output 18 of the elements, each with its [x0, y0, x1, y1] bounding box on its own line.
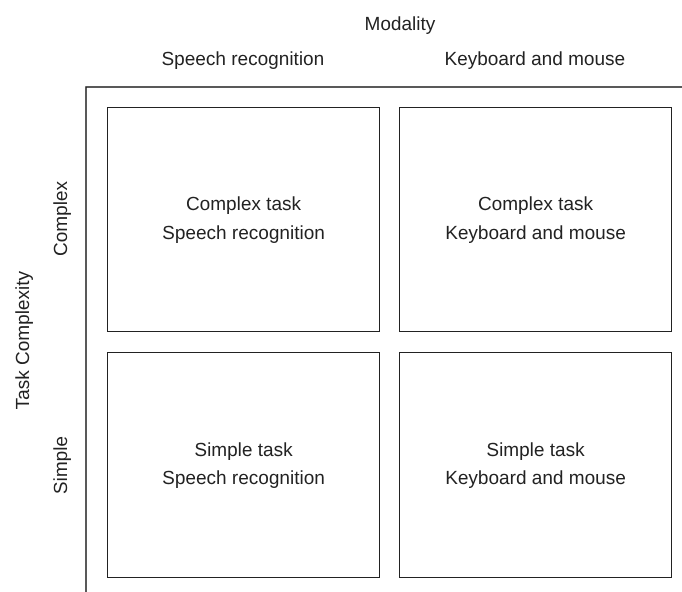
cell-text: Speech recognition — [162, 222, 325, 246]
matrix-cell — [107, 352, 380, 578]
cell-text: Keyboard and mouse — [445, 467, 626, 491]
cell-text: Simple task — [194, 438, 293, 462]
matrix-cell — [399, 107, 672, 332]
axis-title: Task Complexity — [12, 271, 34, 410]
row-heading: Simple — [50, 436, 72, 494]
matrix-cell — [107, 107, 380, 332]
cell-text: Simple task — [486, 438, 585, 462]
column-heading: Speech recognition — [162, 48, 324, 72]
column-heading: Keyboard and mouse — [444, 48, 626, 72]
cell-text: Complex task — [478, 193, 594, 217]
axis-title: Modality — [364, 14, 436, 36]
cell-text: Complex task — [186, 193, 302, 217]
row-heading: Complex — [50, 180, 72, 256]
cell-text: Speech recognition — [162, 467, 325, 491]
matrix-cell — [399, 352, 672, 578]
cell-text: Keyboard and mouse — [445, 222, 626, 246]
